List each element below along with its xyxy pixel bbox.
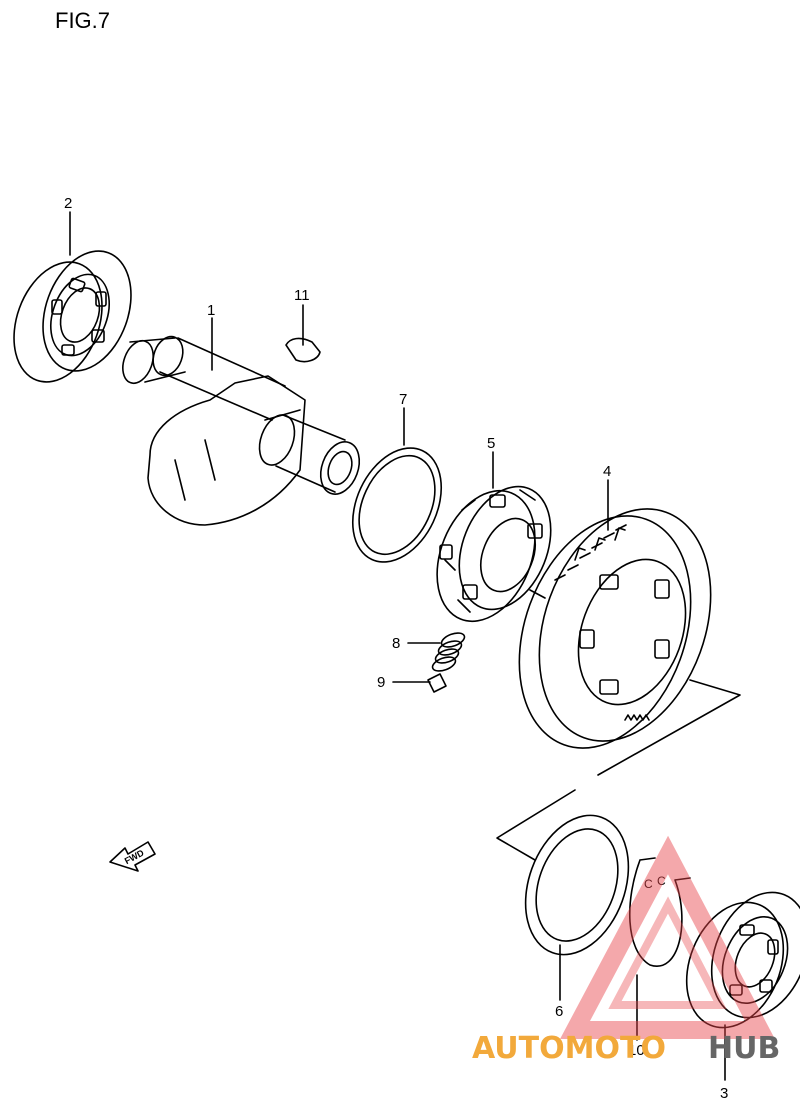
callout-3: 3 xyxy=(720,1085,728,1102)
callout-7: 7 xyxy=(399,391,407,408)
part-7-washer xyxy=(351,447,443,563)
assembly-guide-lines xyxy=(496,679,741,861)
callout-9: 9 xyxy=(377,674,385,691)
part-3-bearing xyxy=(685,891,800,1029)
leader-lines xyxy=(69,211,726,1081)
watermark-text-automoto: AUTOMOTO xyxy=(472,1031,666,1066)
clip-mark-left: C xyxy=(644,877,653,891)
part-8-spring xyxy=(431,632,466,672)
watermark-text-hub: HUB xyxy=(708,1031,780,1066)
callout-8: 8 xyxy=(392,635,400,652)
watermark-logo-icon xyxy=(560,835,775,1039)
part-5-hub xyxy=(436,485,552,623)
callout-5: 5 xyxy=(487,435,495,452)
callout-1: 1 xyxy=(207,302,215,319)
callout-4: 4 xyxy=(603,463,611,480)
fwd-arrow-icon xyxy=(109,841,156,872)
callout-2: 2 xyxy=(64,195,72,212)
clip-mark-right: C xyxy=(657,874,666,888)
part-6-washer xyxy=(524,814,630,956)
callout-labels: 2 1 11 7 5 4 8 9 6 10 3 xyxy=(64,195,728,1102)
figure-title: FIG.7 xyxy=(55,8,111,33)
part-2-bearing xyxy=(13,250,132,383)
callout-6: 6 xyxy=(555,1003,563,1020)
callout-11: 11 xyxy=(294,287,310,304)
part-4-gear xyxy=(518,508,712,749)
part-10-circlip xyxy=(628,857,691,967)
part-11-key xyxy=(285,337,321,363)
part-9-pin xyxy=(427,673,447,693)
callout-10: 10 xyxy=(628,1042,645,1059)
part-1-balancer-shaft xyxy=(122,335,361,526)
